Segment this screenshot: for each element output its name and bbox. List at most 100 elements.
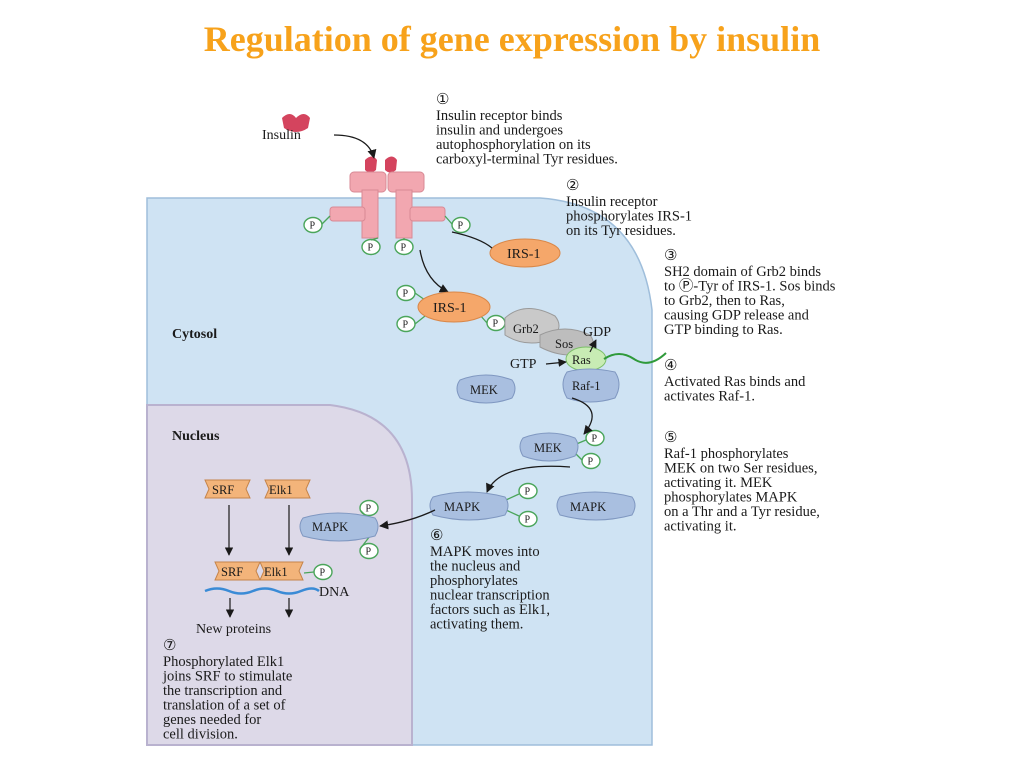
page-title: Regulation of gene expression by insulin — [203, 19, 821, 59]
step-text-line: SH2 domain of Grb2 binds — [664, 264, 821, 280]
mapk-active — [429, 491, 509, 521]
phosphate-bond — [303, 571, 315, 574]
insulin-label: Insulin — [262, 128, 301, 143]
irs1-phosphorylated — [417, 291, 491, 323]
step-number: ⑦ — [163, 638, 176, 654]
step-text-line: phosphorylates MAPK — [664, 490, 798, 506]
gdp-label: GDP — [583, 325, 611, 340]
phosphate-p-label: P — [458, 221, 464, 232]
step-text-line: causing GDP release and — [664, 308, 810, 324]
step-text-line: cell division. — [163, 727, 238, 743]
phosphate-p-icon: P — [396, 284, 416, 302]
step-text-line: Activated Ras binds and — [664, 374, 806, 390]
phosphate-p-label: P — [320, 568, 326, 579]
phosphate-p-label: P — [310, 221, 316, 232]
phosphate-p-label: P — [493, 319, 499, 330]
sos-label: Sos — [555, 337, 573, 351]
phosphate-p-label: P — [368, 243, 374, 254]
step-text-line: autophosphorylation on its — [436, 137, 591, 153]
mapk-inactive-label: MAPK — [570, 500, 606, 514]
step-text-line: Phosphorylated Elk1 — [163, 654, 284, 670]
phosphate-bond — [321, 215, 331, 225]
phosphate-bond — [444, 215, 453, 225]
elk1-complex-label: Elk1 — [264, 565, 288, 579]
mapk-nuclear-label: MAPK — [312, 520, 348, 534]
step-number: ④ — [664, 358, 677, 374]
step-text-line: to Ⓟ-Tyr of IRS-1. Sos binds — [664, 278, 836, 295]
step-text-line: activating it. — [664, 519, 736, 535]
step-text-line: the nucleus and — [430, 559, 521, 575]
phosphate-p-icon: P — [585, 429, 605, 447]
step-text-line: Insulin receptor — [566, 194, 658, 210]
phosphate-p-icon: P — [396, 315, 416, 333]
ras-label: Ras — [572, 353, 591, 367]
mapk-inactive — [556, 491, 636, 521]
phosphate-p-icon: P — [394, 238, 414, 256]
mapk-nuclear — [299, 512, 379, 542]
phosphate-p-label: P — [366, 504, 372, 515]
irs1-membrane — [489, 238, 561, 268]
phosphate-p-label: P — [401, 243, 407, 254]
insulin-bound-icon — [365, 156, 397, 173]
step-text-line: to Grb2, then to Ras, — [664, 293, 785, 309]
mek-inactive — [456, 374, 516, 404]
step-number: ② — [566, 178, 579, 194]
insulin-arrow — [333, 134, 377, 159]
step-text-line: translation of a set of — [163, 698, 286, 714]
phosphate-bond — [505, 509, 520, 517]
phosphate-bond — [505, 493, 520, 501]
phosphate-p-label: P — [525, 487, 531, 498]
phosphate-p-icon: P — [518, 482, 538, 500]
mek-inactive-label: MEK — [470, 383, 498, 397]
step-number: ③ — [664, 248, 677, 264]
phosphate-p-icon: P — [303, 216, 323, 234]
step-number: ① — [436, 92, 449, 108]
phosphate-p-icon: P — [359, 542, 379, 560]
mapk-to-nucleus-arrow — [379, 509, 436, 530]
step-text-line: on a Thr and a Tyr residue, — [664, 504, 820, 520]
phosphate-p-label: P — [592, 434, 598, 445]
phosphate-p-icon: P — [486, 314, 506, 332]
step-text-line: MEK on two Ser residues, — [664, 461, 817, 477]
irs1-arrow — [419, 249, 449, 293]
irs1-membrane-label: IRS-1 — [507, 247, 540, 262]
irs1-phosphorylated-label: IRS-1 — [433, 301, 466, 316]
step-text-line: nuclear transcription — [430, 588, 550, 604]
step-text-line: Insulin receptor binds — [436, 108, 563, 124]
phosphate-bond — [414, 315, 426, 325]
nucleus-label: Nucleus — [172, 429, 220, 444]
phosphate-p-icon: P — [518, 510, 538, 528]
mek-active — [519, 432, 579, 462]
phosphate-p-icon: P — [451, 216, 471, 234]
raf1-label: Raf-1 — [572, 379, 600, 393]
raf1-to-mek-arrow — [571, 397, 593, 435]
irs1-connector — [451, 231, 493, 249]
elk1-complex — [259, 561, 304, 581]
phosphate-p-icon: P — [581, 452, 601, 470]
phosphate-p-label: P — [525, 515, 531, 526]
phosphate-p-icon: P — [313, 563, 333, 581]
insulin-free-icon — [282, 114, 310, 132]
step-text-line: factors such as Elk1, — [430, 602, 550, 618]
mek-to-mapk-arrow — [486, 465, 571, 493]
srf-complex-label: SRF — [221, 565, 243, 579]
step-text-line: carboxyl-terminal Tyr residues. — [436, 152, 618, 168]
elk1-label: Elk1 — [269, 483, 293, 497]
grb2-label: Grb2 — [513, 322, 539, 336]
elk1-factor — [264, 479, 311, 499]
raf1-protein — [562, 368, 620, 403]
gtp-label: GTP — [510, 357, 537, 372]
step-text-line: phosphorylates — [430, 573, 518, 589]
step-text-line: activating them. — [430, 617, 523, 633]
phosphate-p-label: P — [403, 289, 409, 300]
step-text-line: activating it. MEK — [664, 475, 773, 491]
gtp-binding-arrow — [545, 358, 567, 367]
step-text-line: Raf-1 phosphorylates — [664, 446, 789, 462]
step-text-line: phosphorylates IRS-1 — [566, 209, 692, 225]
